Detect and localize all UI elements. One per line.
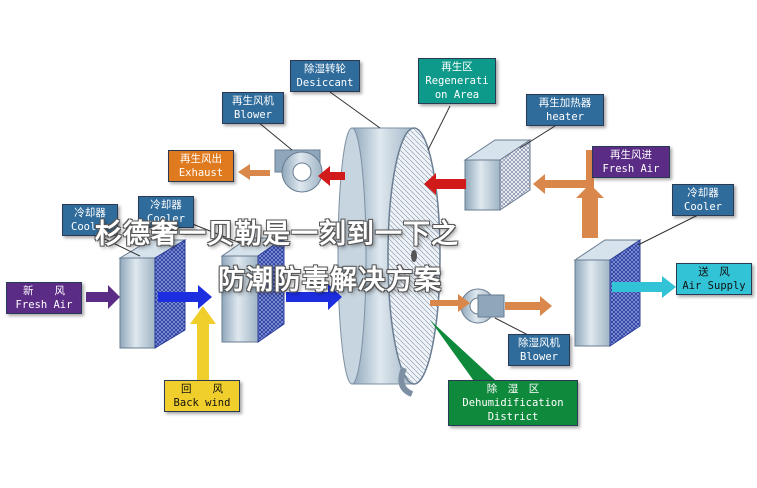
callout-lines [89, 91, 701, 384]
cooler-right-label-zh: 冷却器 [687, 187, 719, 199]
air-supply-label-zh: 送 风 [698, 266, 730, 278]
dehum-district-label: 除 湿 区 Dehumidification District [448, 380, 578, 426]
regen-fresh-air-label: 再生风进 Fresh Air [592, 146, 670, 178]
process-arrows [86, 276, 676, 380]
regen-heater [463, 139, 532, 211]
dehum-blower-label-en: Blower [520, 351, 558, 363]
cooler-left-2-label-zh: 冷却器 [150, 199, 182, 211]
cooler-right-label-en: Cooler [684, 201, 722, 213]
dehum-district-label-en1: Dehumidification [462, 397, 564, 409]
regen-arrows [238, 150, 604, 238]
air-supply-label: 送 风 Air Supply [676, 263, 752, 295]
dehum-blower-label-zh: 除湿风机 [518, 337, 560, 349]
regeneration-area-label-en2: on Area [434, 89, 480, 101]
regen-fresh-air-label-en: Fresh Air [602, 163, 660, 175]
desiccant-wheel [337, 127, 441, 397]
back-wind-label: 回 风 Back wind [164, 380, 240, 412]
overlay-line-2: 防潮防毒解决方案 [218, 265, 442, 296]
cooler-left-1-label-zh: 冷却器 [74, 207, 106, 219]
regen-heater-label-zh: 再生加热器 [538, 97, 592, 109]
regeneration-area-label-zh: 再生区 [441, 61, 473, 73]
back-wind-label-zh: 回 风 [181, 383, 223, 395]
regen-blower [274, 149, 323, 193]
regen-fresh-air-label-zh: 再生风进 [610, 149, 652, 161]
cooler-right-label: 冷却器 Cooler [672, 184, 734, 216]
regeneration-area-label-en1: Regenerati [425, 75, 489, 87]
cooler-left-1 [118, 239, 187, 349]
desiccant-wheel-label-en: Desiccant [296, 77, 354, 89]
fresh-air-label-en: Fresh Air [15, 299, 73, 311]
cooler-left-1-label: 冷却器 Cooler [62, 204, 118, 236]
dehum-blower-label: 除湿风机 Blower [508, 334, 570, 366]
regen-blower-label-en: Blower [234, 109, 272, 121]
desiccant-wheel-label: 除湿转轮 Desiccant [290, 60, 360, 92]
back-wind-label-en: Back wind [173, 397, 231, 409]
regen-heater-label: 再生加热器 heater [526, 94, 604, 126]
dehum-district-label-zh: 除 湿 区 [486, 383, 540, 395]
regen-blower-label: 再生风机 Blower [222, 92, 284, 124]
cooler-left-1-label-en: Cooler [71, 221, 109, 233]
fresh-air-label: 新 风 Fresh Air [6, 282, 82, 314]
air-supply-label-en: Air Supply [682, 280, 746, 292]
regen-blower-label-zh: 再生风机 [232, 95, 274, 107]
cooler-right [573, 239, 642, 347]
regen-exhaust-label-en: Exhaust [178, 167, 224, 179]
regen-heater-label-en: heater [546, 111, 584, 123]
desiccant-wheel-label-zh: 除湿转轮 [304, 63, 346, 75]
cooler-left-2-label-en: Cooler [147, 213, 185, 225]
dehum-blower [460, 288, 505, 324]
fresh-air-label-zh: 新 风 [23, 285, 65, 297]
cooler-left-2-label: 冷却器 Cooler [138, 196, 194, 228]
overlay-line-1: 杉德奢一贝勒是一刻到一下之 [95, 219, 459, 250]
regen-exhaust-label-zh: 再生风出 [180, 153, 222, 165]
regen-exhaust-label: 再生风出 Exhaust [168, 150, 234, 182]
regeneration-area-label: 再生区 Regenerati on Area [418, 58, 496, 104]
dehum-district-label-en2: District [487, 411, 539, 423]
cooler-left-2 [220, 237, 286, 343]
